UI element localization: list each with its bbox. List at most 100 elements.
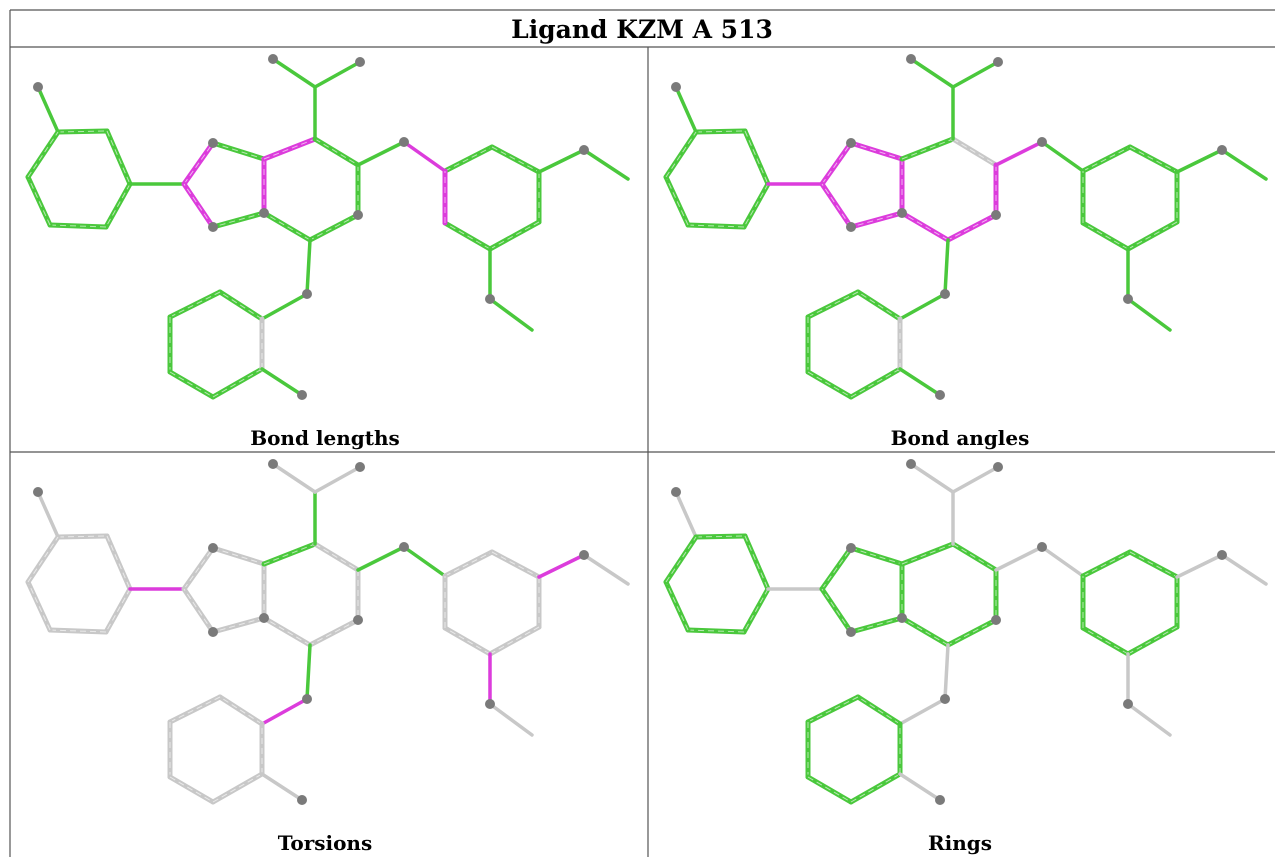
figure-title: Ligand KZM A 513 bbox=[511, 15, 773, 44]
molecule-rings bbox=[663, 459, 1268, 805]
atom-f1 bbox=[485, 294, 495, 304]
atom-b5 bbox=[208, 222, 218, 232]
bond-aromatic-d5-d6 bbox=[444, 627, 491, 655]
bond-d1-o1 bbox=[1040, 545, 1085, 578]
bond-aromatic-c1-c2 bbox=[314, 543, 359, 571]
bond-d4-d5 bbox=[487, 219, 542, 252]
atom-c3 bbox=[353, 210, 363, 220]
bond-e1-e2 bbox=[1220, 553, 1268, 586]
bond-aromatic-g1-g2 bbox=[857, 291, 901, 320]
bond-d4-d5 bbox=[1125, 219, 1180, 252]
bond-g2-g3 bbox=[805, 694, 861, 725]
bond-aromatic-b1-b5 bbox=[183, 183, 214, 228]
bond-aromatic-b3-c1 bbox=[901, 543, 954, 565]
panel-bond-lengths: Bond lengths bbox=[25, 54, 630, 450]
atom-c3 bbox=[991, 615, 1001, 625]
bond-g5-g6 bbox=[210, 366, 265, 400]
bond-g6-h1 bbox=[260, 772, 304, 802]
bond-f1-f2 bbox=[488, 297, 534, 332]
atom-h1 bbox=[935, 795, 945, 805]
bond-aromatic-g4-g5 bbox=[807, 776, 852, 803]
bond-aromatic-d2-d3 bbox=[1129, 146, 1178, 173]
bond-b3-c1 bbox=[261, 136, 318, 162]
bond-g5-g6 bbox=[848, 771, 903, 805]
atom-k2 bbox=[268, 459, 278, 469]
caption-torsions: Torsions bbox=[278, 831, 372, 855]
bond-g1-n1 bbox=[260, 292, 309, 321]
bond-aromatic-b2-b3 bbox=[850, 142, 903, 160]
atom-o1 bbox=[399, 137, 409, 147]
atom-n1 bbox=[940, 289, 950, 299]
bond-aromatic-a3-a4 bbox=[743, 183, 769, 228]
caption-bond-angles: Bond angles bbox=[891, 426, 1030, 450]
bond-aromatic-b4-c4 bbox=[263, 212, 311, 241]
bond-aromatic-b4-b5 bbox=[850, 212, 903, 228]
atom-f1 bbox=[485, 699, 495, 709]
bond-k1-k3 bbox=[951, 465, 1000, 494]
bond-d4-d5 bbox=[1125, 624, 1180, 657]
bond-d3-e1 bbox=[1175, 148, 1224, 174]
bond-c3-c4 bbox=[945, 212, 999, 243]
atom-k3 bbox=[993, 57, 1003, 67]
bond-a1-m1 bbox=[674, 490, 698, 539]
atom-b4 bbox=[897, 208, 907, 218]
bond-c2-o1 bbox=[994, 140, 1044, 167]
panel-rings: Rings bbox=[663, 459, 1268, 855]
bond-d3-e1 bbox=[537, 553, 586, 579]
bond-d3-e1 bbox=[537, 148, 586, 174]
bond-c2-o1 bbox=[994, 545, 1044, 572]
bond-c4-n1 bbox=[943, 238, 950, 296]
bond-g1-n1 bbox=[898, 697, 947, 726]
bond-aromatic-g4-g5 bbox=[807, 371, 852, 398]
bond-aromatic-b1-b2 bbox=[821, 547, 852, 590]
atom-b5 bbox=[208, 627, 218, 637]
atom-h1 bbox=[297, 795, 307, 805]
bond-b3-c1 bbox=[899, 136, 956, 162]
atom-f1 bbox=[1123, 294, 1133, 304]
bond-aromatic-a3-a4 bbox=[105, 588, 131, 633]
table-grid bbox=[9, 9, 1275, 857]
bond-a2-a3 bbox=[104, 128, 133, 187]
bond-g6-h1 bbox=[260, 367, 304, 397]
bond-aromatic-b4-c4 bbox=[901, 212, 949, 241]
bond-aromatic-b1-b5 bbox=[183, 588, 214, 633]
bond-aromatic-a1-a2 bbox=[57, 535, 108, 538]
bond-aromatic-d1-d2 bbox=[1082, 551, 1131, 577]
bond-aromatic-a1-a2 bbox=[57, 130, 108, 133]
atom-e1 bbox=[579, 145, 589, 155]
bond-aromatic-a1-a6 bbox=[665, 131, 697, 178]
bond-aromatic-b4-c4 bbox=[263, 617, 311, 646]
bond-aromatic-d5-d6 bbox=[444, 222, 491, 250]
bond-k1-k2 bbox=[271, 462, 317, 494]
bond-g2-g3 bbox=[167, 694, 223, 725]
bond-aromatic-b1-b5 bbox=[821, 183, 852, 228]
atom-b5 bbox=[846, 627, 856, 637]
atom-n1 bbox=[302, 694, 312, 704]
bond-aromatic-c3-c4 bbox=[947, 214, 997, 241]
atom-o1 bbox=[1037, 137, 1047, 147]
atom-h1 bbox=[935, 390, 945, 400]
bond-a4-a5 bbox=[47, 627, 109, 635]
bond-a2-a3 bbox=[742, 533, 771, 592]
bond-aromatic-b3-c1 bbox=[901, 138, 954, 160]
bond-g5-g6 bbox=[848, 366, 903, 400]
bond-g5-g6 bbox=[210, 771, 265, 805]
atom-b2 bbox=[846, 138, 856, 148]
atom-b2 bbox=[208, 543, 218, 553]
bond-aromatic-a5-a6 bbox=[27, 581, 51, 631]
bond-aromatic-g1-g2 bbox=[219, 696, 263, 725]
bond-k1-k2 bbox=[271, 57, 317, 89]
bond-aromatic-d1-d2 bbox=[444, 551, 493, 577]
bond-d1-o1 bbox=[402, 545, 447, 578]
bond-c4-n1 bbox=[305, 643, 312, 701]
atom-m1 bbox=[33, 82, 43, 92]
atom-m1 bbox=[671, 82, 681, 92]
bond-aromatic-a1-a2 bbox=[695, 535, 746, 538]
bond-aromatic-a5-a6 bbox=[665, 176, 689, 226]
bond-aromatic-b1-b5 bbox=[821, 588, 852, 633]
atom-b2 bbox=[208, 138, 218, 148]
bond-aromatic-b1-b2 bbox=[821, 142, 852, 185]
bond-aromatic-b4-b5 bbox=[212, 617, 265, 633]
bond-d3-e1 bbox=[1175, 553, 1224, 579]
bond-aromatic-a3-a4 bbox=[743, 588, 769, 633]
